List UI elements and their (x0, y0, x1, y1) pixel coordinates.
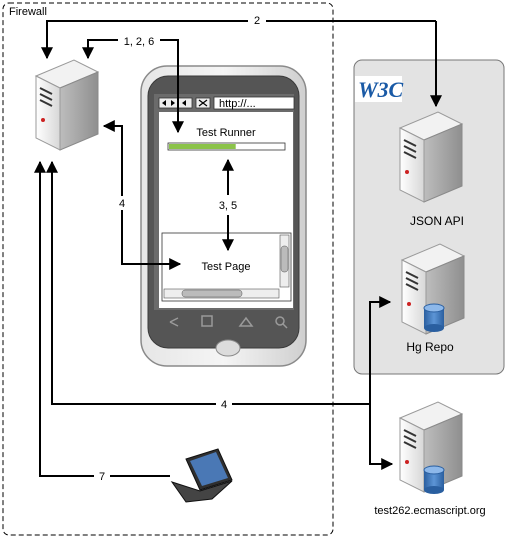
address-bar[interactable] (213, 96, 295, 110)
json-api-label: JSON API (410, 214, 464, 228)
firewall-label: Firewall (9, 6, 47, 18)
hg-repo-database-icon (423, 303, 445, 333)
flow-labels: 2 1, 2, 6 4 3, 5 4 7 (94, 13, 266, 483)
flow-label-4-bottom: 4 (221, 399, 227, 411)
ecmascript-label: test262.ecmascript.org (374, 505, 485, 517)
phone-nav-icons (169, 315, 288, 329)
flow-arrow-4-testpage (121, 200, 182, 270)
flow-arrow-7 (34, 160, 170, 477)
hg-repo-label: Hg Repo (406, 340, 454, 354)
flow-label-4-left: 4 (119, 198, 125, 210)
json-api-server (399, 111, 463, 203)
flow-label-35: 3, 5 (219, 200, 237, 212)
flow-arrow-hg (369, 296, 392, 404)
progress-bar-fill (169, 144, 236, 149)
w3c-logo (355, 76, 402, 102)
w3c-logo-text: W3C (358, 77, 404, 102)
address-bar-text: http://... (219, 98, 256, 110)
phone: http://... Test Runner Test Page (140, 65, 307, 367)
flow-arrows (34, 20, 442, 477)
flow-arrow-126-server (82, 39, 120, 60)
flow-label-2: 2 (254, 15, 260, 27)
flow-label-126: 1, 2, 6 (124, 36, 155, 48)
flow-arrow-126-runner (158, 39, 184, 134)
local-server (35, 59, 99, 151)
flow-arrow-4-bottom (46, 160, 370, 405)
flow-label-7: 7 (99, 471, 105, 483)
laptop-icon (170, 448, 233, 503)
test-page-label: Test Page (202, 261, 251, 273)
w3c-zone: W3C (353, 59, 505, 375)
ecmascript-database-icon (423, 465, 445, 495)
flow-arrow-ecmascript (369, 404, 394, 470)
test-runner-label: Test Runner (196, 127, 256, 139)
phone-home-button[interactable] (215, 339, 241, 357)
firewall-zone: Firewall (2, 2, 334, 536)
flow-arrow-4-server (102, 120, 123, 200)
flow-arrow-2-left (41, 20, 436, 60)
